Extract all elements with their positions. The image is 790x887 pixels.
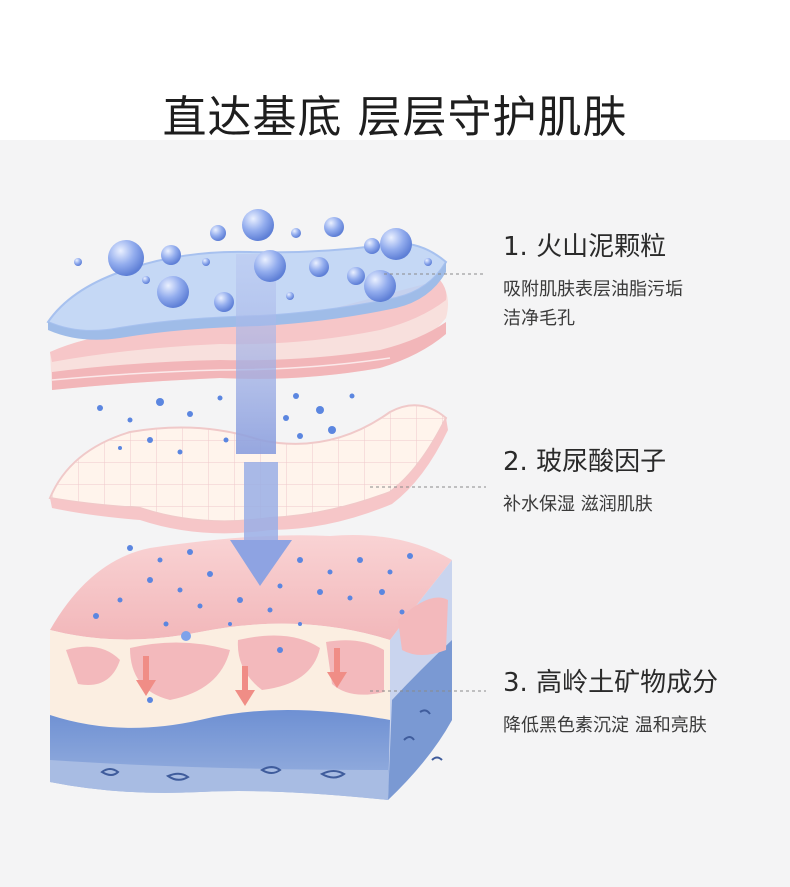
feature-heading: 3. 高岭土矿物成分 [503, 668, 719, 698]
skin-layers-illustration [46, 209, 486, 800]
feature-description-line: 洁净毛孔 [503, 308, 575, 329]
feature-description: 吸附肌肤表层油脂污垢 洁净毛孔 [503, 275, 683, 333]
feature-description: 补水保湿 滋润肌肤 [503, 490, 666, 519]
feature-heading: 1. 火山泥颗粒 [503, 232, 667, 262]
feature-volcanic-mud: 1. 火山泥颗粒 吸附肌肤表层油脂污垢 洁净毛孔 [503, 226, 683, 333]
feature-description-line: 吸附肌肤表层油脂污垢 [503, 279, 683, 300]
feature-hyaluronic-acid: 2. 玻尿酸因子 补水保湿 滋润肌肤 [503, 441, 666, 519]
feature-description: 降低黑色素沉淀 温和亮肤 [503, 711, 718, 740]
feature-description-line: 补水保湿 滋润肌肤 [503, 494, 653, 515]
header: 直达基底 层层守护肌肤 [0, 0, 790, 143]
penetration-arrow [230, 254, 292, 586]
skin-block-layer [50, 535, 452, 800]
bubbles-large [74, 209, 432, 312]
callout-lines [370, 273, 486, 692]
feature-description-line: 降低黑色素沉淀 温和亮肤 [503, 715, 707, 736]
feature-heading: 2. 玻尿酸因子 [503, 447, 667, 477]
page-title: 直达基底 层层守护肌肤 [162, 92, 628, 144]
droplets-small [93, 393, 413, 703]
feature-kaolin: 3. 高岭土矿物成分 降低黑色素沉淀 温和亮肤 [503, 662, 718, 740]
